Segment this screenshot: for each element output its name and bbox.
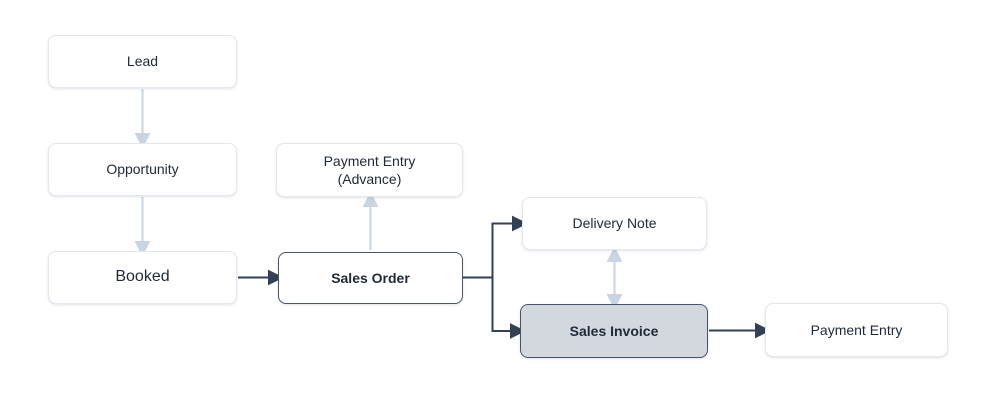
node-payment-entry-advance-label: Payment Entry (Advance) — [324, 152, 416, 188]
node-lead-label: Lead — [126, 53, 159, 70]
arrow-sales-order-to-delivery-note — [463, 215, 528, 279]
node-sales-order-label: Sales Order — [331, 269, 410, 286]
arrow-sales-order-to-sales-invoice — [491, 277, 526, 339]
node-opportunity-label: Opportunity — [106, 161, 179, 178]
node-payment-entry-advance[interactable]: Payment Entry (Advance) — [276, 143, 463, 197]
node-lead[interactable]: Lead — [48, 35, 237, 88]
payment-entry-advance-line1: Payment Entry — [323, 152, 416, 169]
payment-entry-advance-line2: (Advance) — [337, 171, 402, 187]
node-sales-invoice[interactable]: Sales Invoice — [520, 304, 708, 358]
node-delivery-note[interactable]: Delivery Note — [522, 197, 707, 250]
node-payment-entry-label: Payment Entry — [810, 321, 903, 338]
node-payment-entry[interactable]: Payment Entry — [765, 303, 948, 357]
node-sales-invoice-label: Sales Invoice — [569, 322, 659, 339]
node-sales-order[interactable]: Sales Order — [278, 252, 463, 304]
node-booked[interactable]: Booked — [48, 251, 237, 304]
node-booked-label: Booked — [115, 268, 170, 286]
node-opportunity[interactable]: Opportunity — [48, 143, 237, 196]
node-delivery-note-label: Delivery Note — [572, 215, 657, 232]
